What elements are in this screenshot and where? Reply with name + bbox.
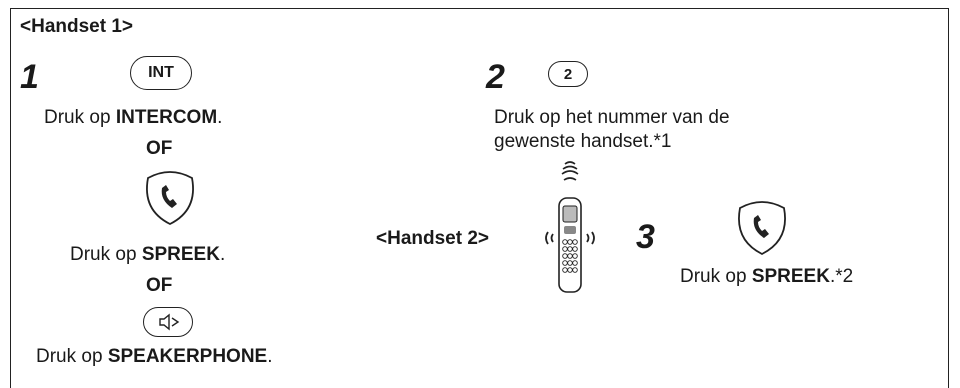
step3-suffix: .*2 <box>829 266 854 287</box>
ringing-handset-icon <box>545 161 595 293</box>
option-talk-key: SPREEK <box>141 244 220 265</box>
step2-line1: Druk op het nummer van de <box>494 107 730 128</box>
option-speakerphone-prefix: Druk op <box>36 346 108 367</box>
step3-prefix: Druk op <box>680 266 752 287</box>
option-intercom-suffix: . <box>217 107 223 128</box>
option-speakerphone-suffix: . <box>267 346 273 367</box>
step1-option-speakerphone: Druk op SPEAKERPHONE. <box>36 346 273 368</box>
talk-key-icon <box>146 171 194 226</box>
option-talk-prefix: Druk op <box>70 244 142 265</box>
handset1-label: <Handset 1> <box>20 16 133 37</box>
step3-instruction: Druk op SPREEK.*2 <box>680 266 853 288</box>
number-2-key-label: 2 <box>563 65 573 83</box>
instruction-frame <box>10 8 949 388</box>
handset2-label: <Handset 2> <box>376 228 489 249</box>
step3-key: SPREEK <box>751 266 830 287</box>
step2-number: 2 <box>486 58 505 96</box>
option-speakerphone-key: SPEAKERPHONE <box>107 346 268 367</box>
talk-key-icon <box>738 201 786 256</box>
or-label-2: OF <box>146 275 173 296</box>
int-key-icon: INT <box>130 56 192 90</box>
option-intercom-key: INTERCOM <box>115 107 218 128</box>
speakerphone-key-icon <box>143 307 193 337</box>
option-intercom-prefix: Druk op <box>44 107 116 128</box>
step1-number: 1 <box>20 58 39 96</box>
step1-option-talk: Druk op SPREEK. <box>70 244 225 266</box>
step3-number: 3 <box>636 218 655 256</box>
speaker-glyph-icon <box>159 313 180 331</box>
int-key-label: INT <box>148 64 174 81</box>
or-label-1: OF <box>146 138 173 159</box>
step2-line2: gewenste handset.*1 <box>494 131 672 152</box>
option-talk-suffix: . <box>219 244 226 265</box>
step1-option-intercom: Druk op INTERCOM. <box>44 107 222 129</box>
number-2-key-icon: 2 <box>548 61 588 87</box>
